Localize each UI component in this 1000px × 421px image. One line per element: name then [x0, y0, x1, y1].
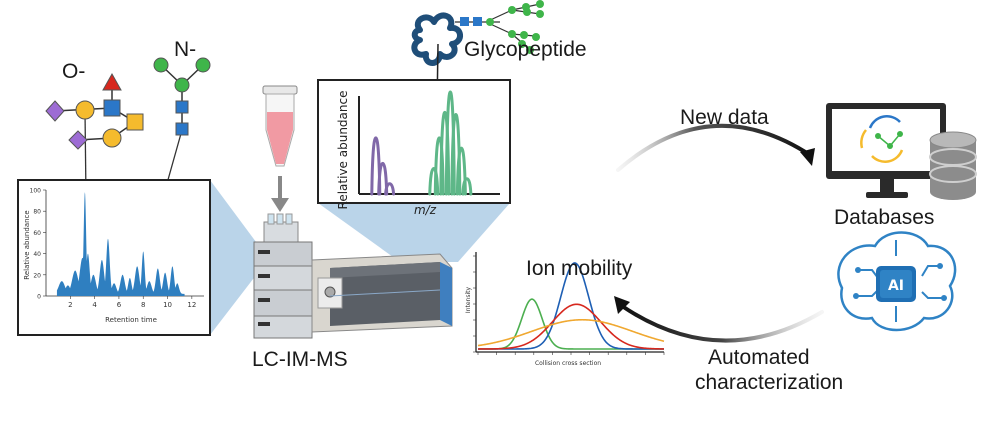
automated-label-line1: Automated	[708, 346, 810, 369]
mannose-icon	[174, 77, 190, 93]
ms-peak	[455, 146, 467, 196]
galactose-icon	[102, 128, 122, 148]
ccs-curve	[478, 303, 665, 350]
ms-peak	[377, 161, 389, 196]
ccs-curve	[477, 318, 665, 347]
o-glycan-structure	[45, 72, 144, 199]
chromatogram-ylabel: Relative abundance	[23, 210, 31, 279]
mass-spectrum-panel: Relative abundance m/z	[317, 79, 511, 217]
lc-im-ms-label: LC-IM-MS	[252, 348, 348, 371]
mass-spectrum-peaks	[370, 90, 473, 196]
new-data-label: New data	[680, 106, 769, 129]
chromatogram-x-tick-label: 2	[68, 301, 72, 309]
zoom-cone-left	[210, 180, 262, 335]
peptide-chain-icon	[411, 12, 463, 66]
chromatogram-panel: 2 4 6 8 10 12 0 20 40 60 80 100 Retention time Rela…	[17, 179, 211, 336]
ccs-curve	[478, 262, 664, 350]
mannose-icon	[153, 57, 169, 73]
ai-brain-icon: AI	[837, 231, 957, 332]
ms-xlabel: m/z	[414, 203, 437, 217]
chromatogram-y-tick-label: 0	[37, 294, 41, 301]
chromatogram-x-tick-label: 12	[187, 301, 196, 309]
ccs-xlabel: Collision cross section	[535, 360, 601, 367]
ms-peak	[428, 166, 440, 196]
glcnac-icon	[175, 122, 189, 136]
new-data-arrow	[616, 123, 812, 172]
databases-label: Databases	[834, 206, 935, 229]
ion-mobility-panel: Intensity Collision cross section	[465, 252, 665, 367]
glcnac-icon	[103, 99, 121, 117]
chromatogram-x-tick-label: 10	[163, 301, 172, 309]
ms-peak	[461, 177, 473, 196]
automated-arrow	[620, 304, 824, 343]
ccs-curves	[477, 262, 665, 350]
chromatogram-xlabel: Retention time	[105, 316, 157, 324]
automated-label-line2: characterization	[695, 371, 844, 394]
chromatogram-y-tick-label: 40	[33, 251, 41, 258]
mannose-icon	[195, 57, 211, 73]
n-glycan-label: N-	[174, 38, 197, 61]
chromatogram-y-tick-label: 20	[33, 272, 41, 279]
zoom-cone-top	[318, 203, 510, 262]
chromatogram-x-tick-label: 8	[141, 301, 145, 309]
test-tube-icon	[262, 85, 298, 212]
fucose-icon	[102, 72, 122, 91]
database-icon	[826, 103, 977, 200]
ccs-ticks	[473, 255, 665, 355]
automated-arrowhead	[614, 296, 630, 314]
ms-peak	[370, 136, 382, 196]
ai-chip-label: AI	[888, 278, 904, 294]
chromatogram-y-tick-label: 80	[33, 209, 41, 216]
ms-ylabel: Relative abundance	[336, 91, 350, 210]
o-glycan-label: O-	[62, 60, 86, 83]
glcnac-icon	[175, 100, 189, 114]
glycopeptide-icon	[411, 0, 544, 176]
ms-peak	[384, 182, 396, 196]
ccs-ylabel: Intensity	[465, 286, 472, 313]
new-data-arrowhead	[800, 148, 815, 166]
sialic-acid-icon	[68, 130, 88, 150]
galnac-icon	[126, 113, 144, 131]
chromatogram-x-tick-label: 4	[92, 301, 97, 309]
glycopeptide-label: Glycopeptide	[464, 38, 587, 61]
ccs-curve	[478, 298, 664, 350]
chromatogram-x-tick-label: 6	[117, 301, 122, 309]
chromatogram-y-tick-label: 100	[30, 188, 42, 195]
chromatogram-trace	[56, 192, 185, 296]
sialic-acid-icon	[45, 100, 65, 122]
lc-im-ms-instrument-icon	[253, 213, 453, 339]
galactose-icon	[75, 100, 95, 120]
ion-mobility-label: Ion mobility	[526, 257, 633, 280]
n-glycan-structure	[145, 57, 211, 259]
chromatogram-y-tick-label: 60	[33, 230, 41, 237]
